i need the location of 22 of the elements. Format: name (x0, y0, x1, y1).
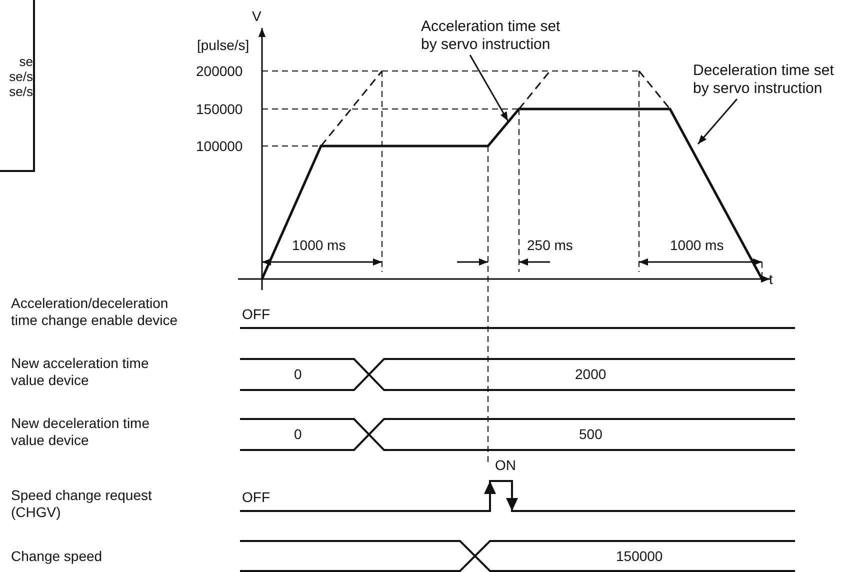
signal-name: Speed change request (CHGV) (11, 487, 153, 521)
tick-label: 200000 (196, 63, 243, 80)
axis-label: t (769, 271, 773, 288)
note-text: se/s (8, 84, 33, 99)
signal-name: New acceleration time value device (11, 355, 150, 389)
axis-label: V (252, 8, 262, 25)
axis-label: [pulse/s] (197, 37, 250, 54)
signal-name: New deceleration time value device (11, 415, 151, 449)
signal-name: Change speed (11, 548, 104, 565)
signal-name: Acceleration/deceleration time change enable device (11, 295, 179, 329)
note-text: se (18, 54, 33, 69)
tick-label: 150000 (196, 101, 243, 118)
note-text: se/s (8, 69, 33, 84)
leader-line (697, 98, 738, 144)
tick-label: 100000 (196, 138, 243, 155)
dimension-label: 250 ms (527, 237, 573, 254)
callout-text: Acceleration time set by servo instruction (421, 18, 596, 54)
dimension-label: 1000 ms (670, 237, 724, 254)
callout-text: Deceleration time set by servo instruction (693, 62, 867, 98)
dimension-label: 1000 ms (292, 237, 346, 254)
note-box (0, 0, 35, 172)
leader-line (469, 54, 509, 122)
